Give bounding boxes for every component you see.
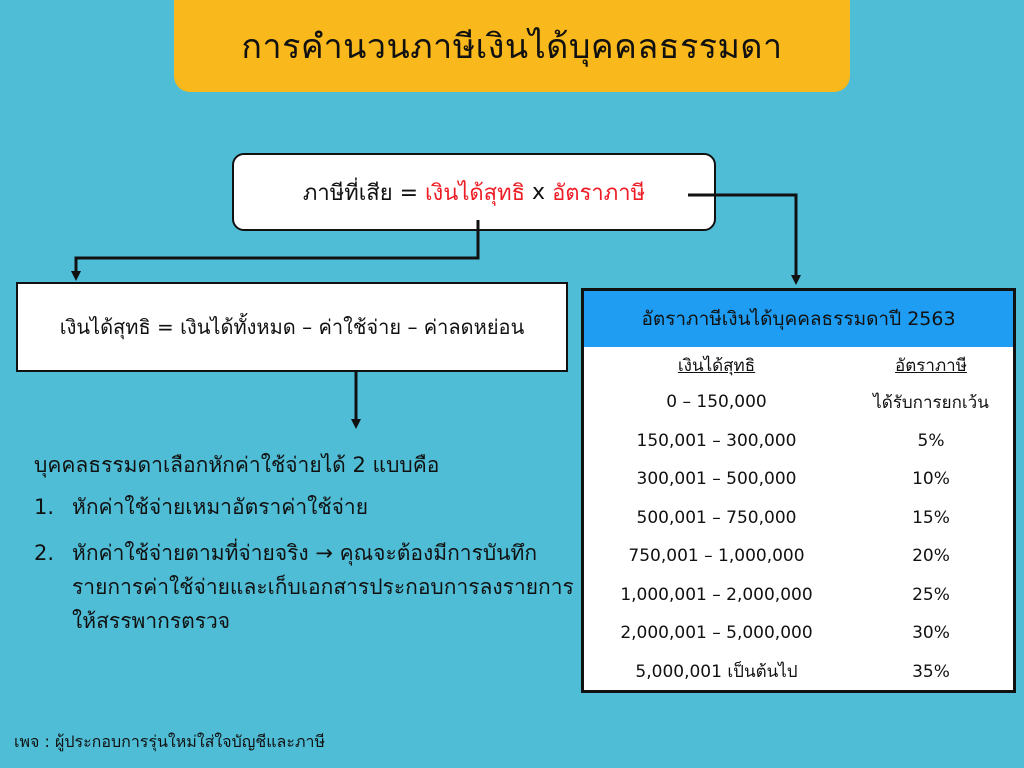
table-row: 750,001 – 1,000,000 20% bbox=[584, 537, 1013, 576]
table-row: 300,001 – 500,000 10% bbox=[584, 460, 1013, 499]
column-header-tax-rate: อัตราภาษี bbox=[895, 355, 967, 376]
expense-method-number: 1. bbox=[34, 495, 55, 519]
expense-methods: บุคคลธรรมดาเลือกหักค่าใช้จ่ายได้ 2 แบบคื… bbox=[34, 448, 574, 650]
expense-method-item: 2. หักค่าใช้จ่ายตามที่จ่ายจริง → คุณจะต้… bbox=[34, 536, 574, 638]
tax-rate-table-title: อัตราภาษีเงินได้บุคคลธรรมดาปี 2563 bbox=[584, 291, 1013, 347]
formula-lhs: ภาษีที่เสีย = bbox=[302, 180, 419, 206]
tax-rate: 20% bbox=[912, 546, 950, 567]
table-row: 5,000,001 เป็นต้นไป 35% bbox=[584, 653, 1013, 692]
expense-methods-heading: บุคคลธรรมดาเลือกหักค่าใช้จ่ายได้ 2 แบบคื… bbox=[34, 453, 440, 477]
table-header-row: เงินได้สุทธิ อัตราภาษี bbox=[584, 347, 1013, 383]
income-bracket: 750,001 – 1,000,000 bbox=[628, 546, 805, 567]
net-income-formula: เงินได้สุทธิ = เงินได้ทั้งหมด – ค่าใช้จ่… bbox=[59, 315, 525, 339]
tax-rate-table: อัตราภาษีเงินได้บุคคลธรรมดาปี 2563 เงินไ… bbox=[581, 288, 1016, 693]
tax-rate: 25% bbox=[912, 584, 950, 605]
column-header-net-income: เงินได้สุทธิ bbox=[677, 355, 756, 376]
income-bracket: 150,001 – 300,000 bbox=[636, 430, 797, 451]
formula-operator: x bbox=[532, 179, 546, 205]
income-bracket: 0 – 150,000 bbox=[666, 392, 767, 413]
tax-rate: 35% bbox=[912, 661, 950, 682]
tax-rate: 30% bbox=[912, 623, 950, 644]
formula-net-income: เงินได้สุทธิ bbox=[425, 180, 526, 206]
tax-formula-box: ภาษีที่เสีย = เงินได้สุทธิ x อัตราภาษี bbox=[232, 153, 716, 231]
tax-rate: 10% bbox=[912, 469, 950, 490]
title-banner: การคำนวนภาษีเงินได้บุคคลธรรมดา bbox=[174, 0, 850, 92]
tax-rate: 15% bbox=[912, 507, 950, 528]
tax-rate: 5% bbox=[917, 430, 945, 451]
net-income-formula-box: เงินได้สุทธิ = เงินได้ทั้งหมด – ค่าใช้จ่… bbox=[16, 282, 568, 372]
income-bracket: 2,000,001 – 5,000,000 bbox=[620, 623, 813, 644]
income-bracket: 500,001 – 750,000 bbox=[636, 507, 797, 528]
income-bracket: 300,001 – 500,000 bbox=[636, 469, 797, 490]
expense-method-text: หักค่าใช้จ่ายเหมาอัตราค่าใช้จ่าย bbox=[72, 495, 369, 519]
footer-credit: เพจ : ผู้ประกอบการรุ่นใหม่ใส่ใจบัญชีและภ… bbox=[14, 732, 326, 751]
table-row: 0 – 150,000 ได้รับการยกเว้น bbox=[584, 383, 1013, 422]
income-bracket: 5,000,001 เป็นต้นไป bbox=[635, 662, 798, 683]
expense-method-number: 2. bbox=[34, 541, 55, 565]
income-bracket: 1,000,001 – 2,000,000 bbox=[620, 584, 813, 605]
expense-method-text: หักค่าใช้จ่ายตามที่จ่ายจริง → คุณจะต้องม… bbox=[72, 541, 574, 633]
formula-tax-rate: อัตราภาษี bbox=[552, 180, 646, 206]
page-title: การคำนวนภาษีเงินได้บุคคลธรรมดา bbox=[241, 27, 783, 67]
table-row: 1,000,001 – 2,000,000 25% bbox=[584, 576, 1013, 615]
table-row: 500,001 – 750,000 15% bbox=[584, 499, 1013, 538]
expense-method-item: 1. หักค่าใช้จ่ายเหมาอัตราค่าใช้จ่าย bbox=[34, 490, 574, 524]
tax-rate: ได้รับการยกเว้น bbox=[873, 392, 989, 413]
table-row: 2,000,001 – 5,000,000 30% bbox=[584, 614, 1013, 653]
table-row: 150,001 – 300,000 5% bbox=[584, 422, 1013, 461]
